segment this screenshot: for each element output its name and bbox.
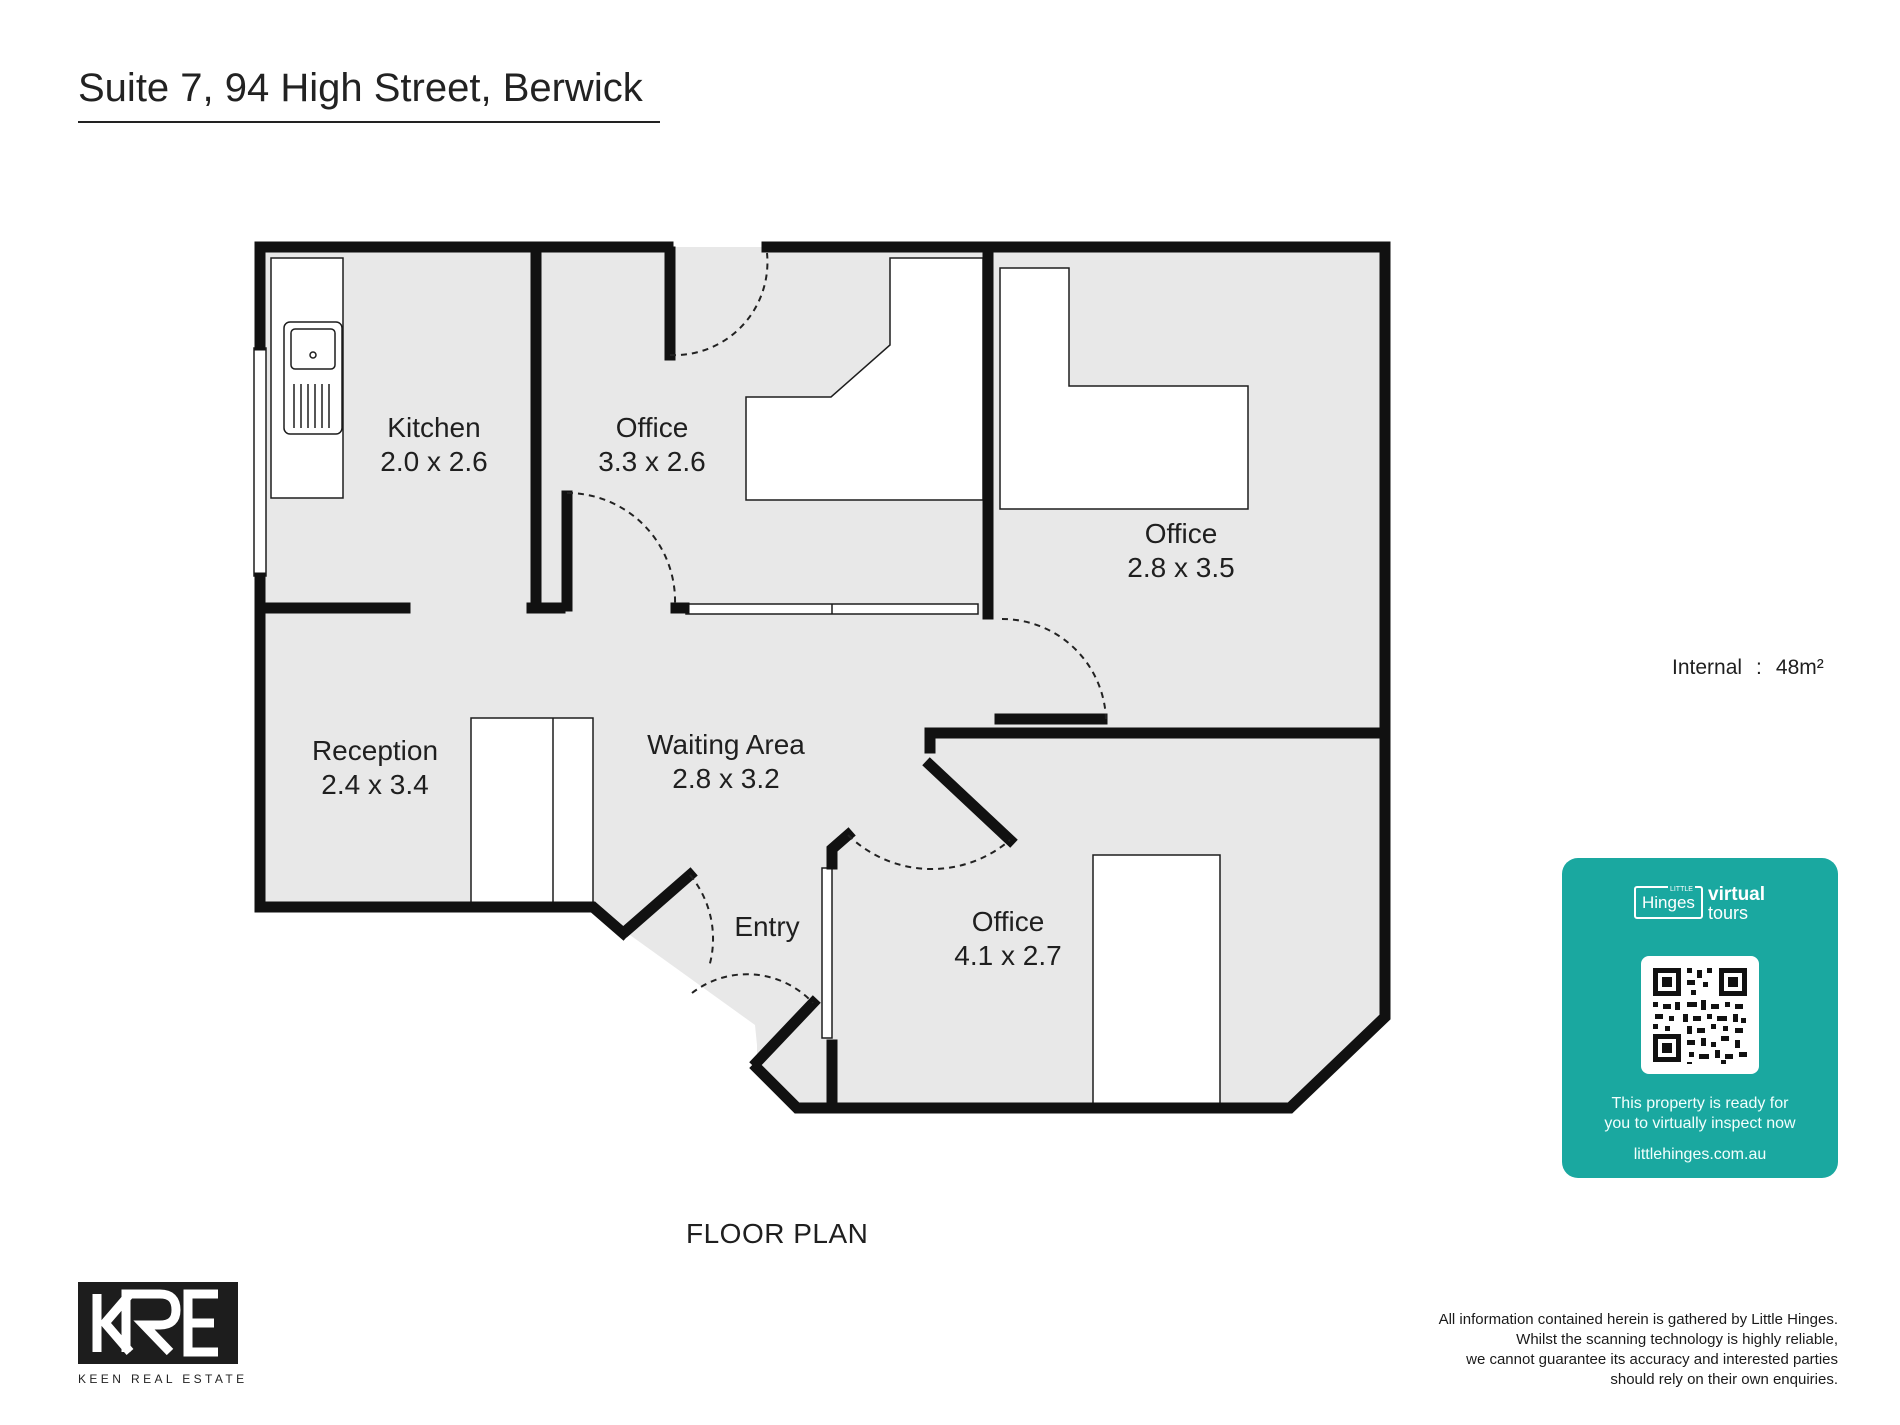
virtual-tour-card[interactable]: LITTLE Hinges virtual tours [1562, 858, 1838, 1178]
walls [254, 241, 1391, 1114]
door-office-3 [847, 834, 1011, 870]
room-labels: Kitchen 2.0 x 2.6 Office 3.3 x 2.6 Offic… [312, 412, 1235, 971]
room-name: Office [972, 906, 1045, 937]
area-label: Internal [1672, 656, 1743, 679]
kre-logo-mark [92, 1289, 218, 1357]
door-office-1 [669, 252, 769, 357]
door-swings [566, 252, 1107, 1004]
fixtures [270, 257, 1249, 1105]
window-kitchen [253, 347, 267, 577]
room-name: Office [1145, 518, 1218, 549]
reception-desk [470, 717, 594, 905]
door-entry-1 [689, 874, 714, 968]
plan-caption: FLOOR PLAN [686, 1218, 869, 1249]
page-title: Suite 7, 94 High Street, Berwick [78, 66, 660, 123]
disclaimer-line: All information contained herein is gath… [1438, 1311, 1838, 1328]
brand-small: LITTLE [1667, 886, 1695, 893]
virtual-tour-message: This property is ready for you to virtua… [1572, 1094, 1828, 1134]
brand-tours: tours [1708, 903, 1749, 923]
message-line: This property is ready for [1611, 1095, 1789, 1112]
room-size: 2.4 x 3.4 [321, 769, 428, 800]
office-desk-3 [1092, 854, 1221, 1105]
window-entry [821, 867, 833, 1039]
disclaimer-line: should rely on their own enquiries. [1610, 1371, 1838, 1388]
brand-name: Hinges [1642, 893, 1695, 912]
disclaimer-line: we cannot guarantee its accuracy and int… [1466, 1351, 1838, 1368]
sink-icon [283, 321, 343, 435]
kre-logo [78, 1282, 238, 1364]
door-entry-2 [691, 973, 814, 1004]
little-hinges-logo: LITTLE Hinges virtual tours [1634, 884, 1774, 936]
room-size: 2.8 x 3.2 [672, 763, 779, 794]
internal-area: Internal:48m² [1672, 656, 1824, 680]
room-size: 3.3 x 2.6 [598, 446, 705, 477]
room-name: Kitchen [387, 412, 480, 443]
room-size: 2.0 x 2.6 [380, 446, 487, 477]
message-line: you to virtually inspect now [1604, 1115, 1796, 1132]
disclaimer-line: Whilst the scanning technology is highly… [1516, 1331, 1838, 1348]
brand-virtual: virtual [1708, 884, 1766, 905]
disclaimer: All information contained herein is gath… [1318, 1310, 1838, 1390]
door-office-1b [566, 492, 677, 605]
room-size: 4.1 x 2.7 [954, 940, 1061, 971]
virtual-tour-link[interactable]: littlehinges.com.au [1633, 1146, 1767, 1163]
brand-box: LITTLE Hinges [1634, 886, 1703, 919]
qr-code-icon[interactable] [1641, 956, 1759, 1074]
area-value: 48m² [1775, 656, 1824, 679]
room-name: Reception [312, 735, 438, 766]
logo-company-name: KEEN REAL ESTATE [78, 1372, 248, 1386]
room-name: Waiting Area [647, 729, 805, 760]
door-office-2 [1001, 618, 1107, 720]
room-name: Office [616, 412, 689, 443]
room-size: 2.8 x 3.5 [1127, 552, 1234, 583]
area-separator: : [1756, 656, 1762, 679]
qr-code-graphic [1653, 968, 1747, 1064]
room-name: Entry [734, 911, 799, 942]
office-desk-2 [999, 267, 1249, 510]
